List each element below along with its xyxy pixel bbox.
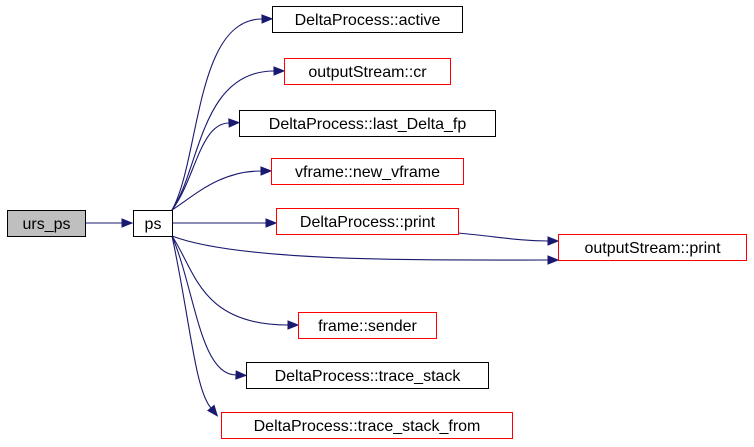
node-label: frame::sender [318,318,417,335]
node-box [239,110,496,137]
edge-ps-to-active [171,14,274,211]
arrowhead [547,236,560,246]
node-label: DeltaProcess::trace_stack_from [254,418,481,435]
edge-ps-to-sender [171,235,300,330]
node-label: DeltaProcess::trace_stack [275,368,462,385]
node-active[interactable]: DeltaProcess::active [272,6,463,33]
node-box [221,412,513,439]
node-urs-ps[interactable]: urs_ps [7,210,86,237]
arrowhead [121,218,134,228]
node-box [272,6,463,33]
arrowhead [228,118,241,128]
arrowhead [547,255,560,265]
node-box [7,210,86,237]
node-label: DeltaProcess::last_Delta_fp [269,116,467,133]
node-label: urs_ps [22,216,70,233]
edge-urs_ps-to-ps [85,218,134,228]
node-dp-print[interactable]: DeltaProcess::print [276,208,459,235]
node-os-print[interactable]: outputStream::print [558,234,747,261]
node-label: vframe::new_vframe [295,164,440,181]
node-box [276,208,459,235]
arrowhead [207,404,219,417]
node-label: DeltaProcess::active [295,12,441,29]
node-box [284,58,451,85]
arrowhead [261,14,274,24]
edge-ps-to-trace_stack_from [171,235,219,417]
node-new-vframe[interactable]: vframe::new_vframe [271,158,464,185]
call-edges [85,14,560,417]
node-label: outputStream::print [584,240,721,257]
edge-ps-to-cr [171,66,286,211]
edge-ps-to-trace_stack [171,235,248,380]
node-trace-stack[interactable]: DeltaProcess::trace_stack [246,362,489,389]
edge-ps-to-last_delta_fp [171,118,241,211]
node-label: outputStream::cr [308,64,427,81]
node-box [271,158,464,185]
node-sender[interactable]: frame::sender [298,312,437,339]
node-label: ps [145,216,162,233]
node-trace-stack-from[interactable]: DeltaProcess::trace_stack_from [221,412,513,439]
node-box [246,362,489,389]
node-cr[interactable]: outputStream::cr [284,58,451,85]
node-box [133,210,173,237]
edge-dp_print-to-os_print [457,232,560,246]
edge-ps-to-new_vframe [171,166,273,211]
node-last-delta-fp[interactable]: DeltaProcess::last_Delta_fp [239,110,496,137]
node-box [558,234,747,261]
node-label: DeltaProcess::print [300,214,436,231]
call-nodes: urs_ps ps DeltaProcess::activeoutputStream… [7,6,747,439]
arrowhead [265,218,278,228]
node-ps[interactable]: ps [133,210,173,237]
arrowhead [287,320,300,330]
arrowhead [260,166,273,176]
arrowhead [273,66,286,76]
edge-ps-to-dp_print [172,218,278,228]
edge-ps-to-os_print [171,235,560,265]
node-box [298,312,437,339]
arrowhead [235,370,248,380]
